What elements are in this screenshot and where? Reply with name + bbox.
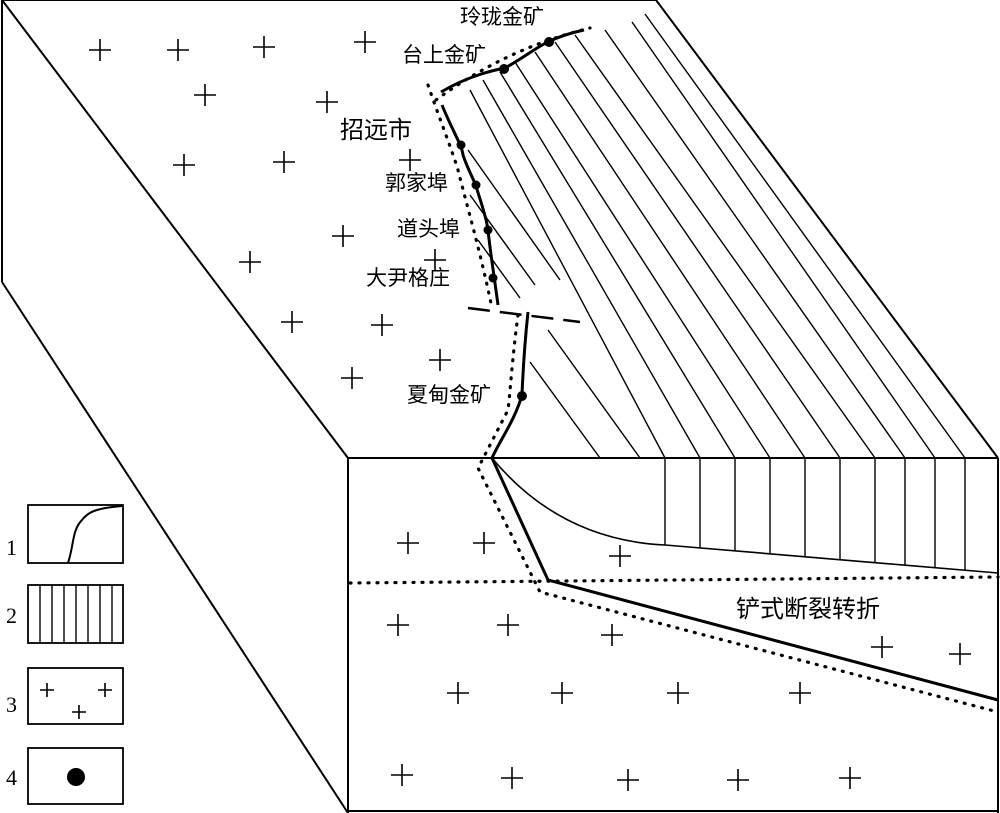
plus-symbol xyxy=(473,532,495,554)
legend-number-2: 2 xyxy=(6,603,17,628)
dotted-middle xyxy=(426,83,494,310)
gold-deposits xyxy=(456,37,554,401)
dotted-south xyxy=(476,313,1000,714)
plus-symbol xyxy=(609,545,631,567)
strata-line xyxy=(604,29,906,459)
legend-plus-symbol xyxy=(40,683,112,719)
legend-number-1: 1 xyxy=(6,535,17,560)
strata-line xyxy=(467,149,561,281)
strata-line xyxy=(644,13,966,459)
strata-line xyxy=(529,361,601,459)
deposit-dot-daotoufu xyxy=(483,225,493,235)
plus-symbol xyxy=(173,154,195,176)
label-guojiafu: 郭家埠 xyxy=(385,171,448,195)
plus-symbol xyxy=(371,314,393,336)
strata-line xyxy=(477,239,521,299)
strata-line xyxy=(554,41,841,459)
transverse-fault xyxy=(467,306,581,324)
legend-box-3 xyxy=(27,667,124,725)
legend-dot-symbol xyxy=(67,768,85,786)
dotted-horizontal xyxy=(348,575,1000,585)
plus-symbol xyxy=(617,769,639,791)
fault-south-segment xyxy=(490,311,999,702)
plus-symbol xyxy=(667,682,689,704)
strata-line xyxy=(534,51,806,459)
plus-symbol xyxy=(839,767,861,789)
front-face-granite-symbols xyxy=(387,532,971,791)
fault-lines xyxy=(440,28,999,702)
label-listric-turn: 铲式断裂转折 xyxy=(736,595,880,623)
plus-symbol xyxy=(501,767,523,789)
plus-symbol xyxy=(497,614,519,636)
strata-line xyxy=(514,61,771,459)
strata-line xyxy=(469,194,536,286)
legend-number-4: 4 xyxy=(6,765,17,790)
plus-symbol xyxy=(789,682,811,704)
deposit-dot-taishang xyxy=(499,64,509,74)
front-basin-base xyxy=(664,544,999,574)
legend-number-3: 3 xyxy=(6,692,17,717)
deposit-dot-dayingezhuang xyxy=(488,273,498,283)
label-linglong: 玲珑金矿 xyxy=(460,5,544,29)
deposit-dot-guojiafu xyxy=(471,180,481,190)
plus-symbol xyxy=(601,624,623,646)
label-xiadian: 夏甸金矿 xyxy=(407,383,491,407)
strata-line xyxy=(631,21,936,459)
plus-symbol xyxy=(316,91,338,113)
deposit-dot-zhaoyuan xyxy=(456,140,466,150)
labels: 玲珑金矿 台上金矿 招远市 郭家埠 道头埠 大尹格庄 夏甸金矿 铲式断裂转折 xyxy=(340,5,880,623)
plus-symbol xyxy=(727,769,749,791)
plus-symbol xyxy=(354,31,376,53)
legend-stripes-symbol xyxy=(39,585,113,643)
plus-symbol xyxy=(253,36,275,58)
top-surface-granite-symbols xyxy=(89,31,451,389)
label-zhaoyuan: 招远市 xyxy=(340,116,412,144)
plus-symbol xyxy=(167,39,189,61)
plus-symbol xyxy=(447,682,469,704)
plus-symbol xyxy=(397,532,419,554)
label-dayingezhuang: 大尹格庄 xyxy=(366,266,450,290)
plus-symbol xyxy=(399,149,421,171)
plus-symbol xyxy=(273,151,295,173)
dotted-lines xyxy=(348,26,1000,714)
plus-symbol xyxy=(387,614,409,636)
plus-symbol xyxy=(194,84,216,106)
strata-line xyxy=(574,34,876,459)
front-face-strata-lines xyxy=(664,458,966,571)
top-right-diagonal-edge xyxy=(655,0,999,459)
plus-symbol xyxy=(551,682,573,704)
strata-line xyxy=(499,71,736,459)
plus-symbol xyxy=(89,39,111,61)
plus-symbol xyxy=(391,764,413,786)
legend-fault-symbol xyxy=(67,505,124,564)
deposit-dot-linglong xyxy=(544,37,554,47)
top-surface-strata-lines xyxy=(467,13,966,459)
plus-symbol xyxy=(429,349,451,371)
front-basin-curve xyxy=(491,457,666,546)
strata-line xyxy=(482,79,701,459)
dotted-north xyxy=(434,26,592,102)
plus-symbol xyxy=(949,643,971,665)
plus-symbol xyxy=(871,636,893,658)
plus-symbol xyxy=(424,249,446,271)
plus-symbol xyxy=(281,311,303,333)
bottom-diagonal-edge xyxy=(1,281,349,813)
plus-symbol xyxy=(332,225,354,247)
legend: 1 2 3 4 xyxy=(6,504,124,805)
strata-line xyxy=(547,329,641,459)
fault-middle-segment xyxy=(440,104,500,306)
plus-symbol xyxy=(239,251,261,273)
strata-line xyxy=(469,89,666,459)
plus-symbol xyxy=(341,367,363,389)
label-daotoufu: 道头埠 xyxy=(397,217,460,241)
label-taishang: 台上金矿 xyxy=(402,43,486,67)
deposit-dot-xiadian xyxy=(517,391,527,401)
top-diagonal-edge xyxy=(1,0,349,459)
